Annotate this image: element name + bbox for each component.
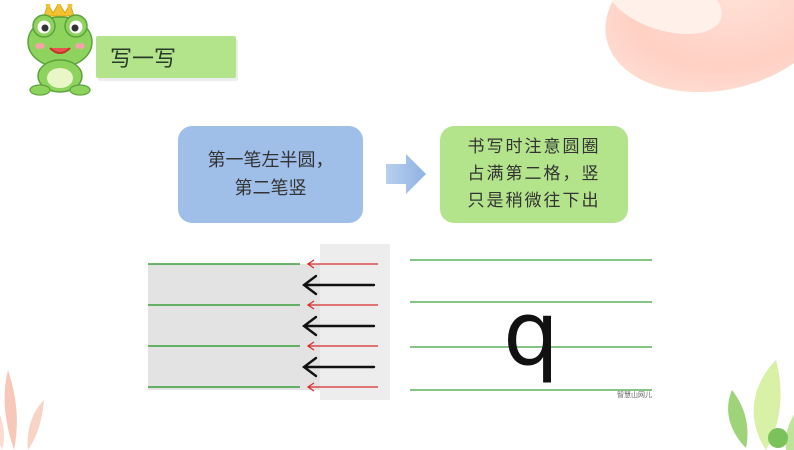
- four-line-grid: [410, 259, 652, 391]
- letter-q: q: [503, 282, 559, 385]
- writing-tip-box: 书写时注意圆圈 占满第二格，竖 只是稍微往下出: [440, 126, 628, 223]
- arrow-left-icon: [306, 259, 378, 392]
- stroke-order-line-1: 第一笔左半圆，: [207, 149, 334, 171]
- section-title: 写一写: [96, 36, 236, 78]
- watermark: 智慧山网儿: [617, 391, 652, 399]
- writing-tip-line-1: 书写时注意圆圈: [467, 137, 601, 157]
- writing-tip-line-2: 占满第二格，竖: [467, 164, 601, 184]
- writing-tip-line-3: 只是稍微往下出: [467, 191, 601, 211]
- stroke-order-line-2: 第二笔竖: [234, 177, 307, 199]
- frog-with-crown-icon: [27, 4, 93, 96]
- arrow-right-icon: [386, 154, 426, 194]
- leaf-decoration-icon: [0, 370, 44, 450]
- stroke-order-box: 第一笔左半圆， 第二笔竖: [178, 126, 363, 223]
- leaf-decoration-icon: [728, 360, 794, 450]
- four-line-grid-demo: [128, 244, 390, 400]
- letter-demo: q 智慧山网儿: [410, 256, 652, 399]
